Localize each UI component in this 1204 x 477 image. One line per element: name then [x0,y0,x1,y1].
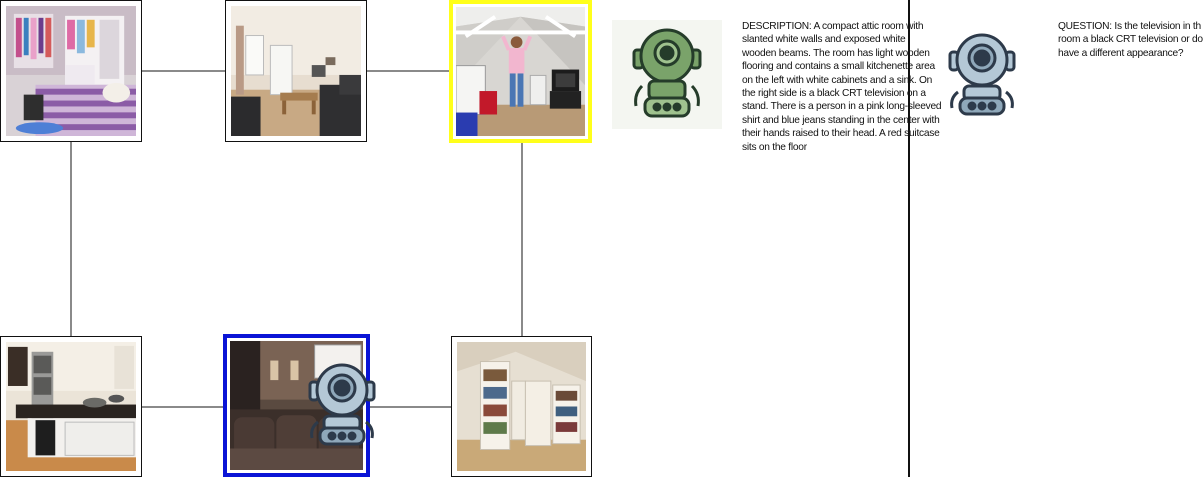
blue-robot-icon [948,33,1016,116]
blue-robot-icon [306,362,378,448]
panel-divider [908,0,910,477]
edge-living-room-attic-room [367,70,451,72]
describer-avatar-card [612,20,722,129]
questioner-avatar [946,30,1018,120]
node-living-room[interactable] [225,0,367,142]
kitchen-photo [6,342,136,471]
edge-attic-room-attic-bookshelves [521,142,523,337]
edge-kitchen-home-theater [141,406,225,408]
green-robot-icon [632,28,702,118]
bedroom-photo [6,6,136,136]
node-attic-bookshelves[interactable] [451,336,592,477]
edge-bedroom-living-room [141,70,225,72]
node-attic-room[interactable] [449,0,592,143]
edge-bedroom-kitchen [70,142,72,337]
bookshelf-room-photo [457,342,586,471]
edge-home-theater-attic-bookshelves [367,406,453,408]
node-bedroom[interactable] [0,0,142,142]
attic-room-photo [456,7,585,136]
living-room-photo [231,6,361,136]
node-kitchen[interactable] [0,336,142,477]
question-text: QUESTION: Is the television in th room a… [1058,21,1203,59]
description-text: DESCRIPTION: A compact attic room with s… [742,21,944,153]
